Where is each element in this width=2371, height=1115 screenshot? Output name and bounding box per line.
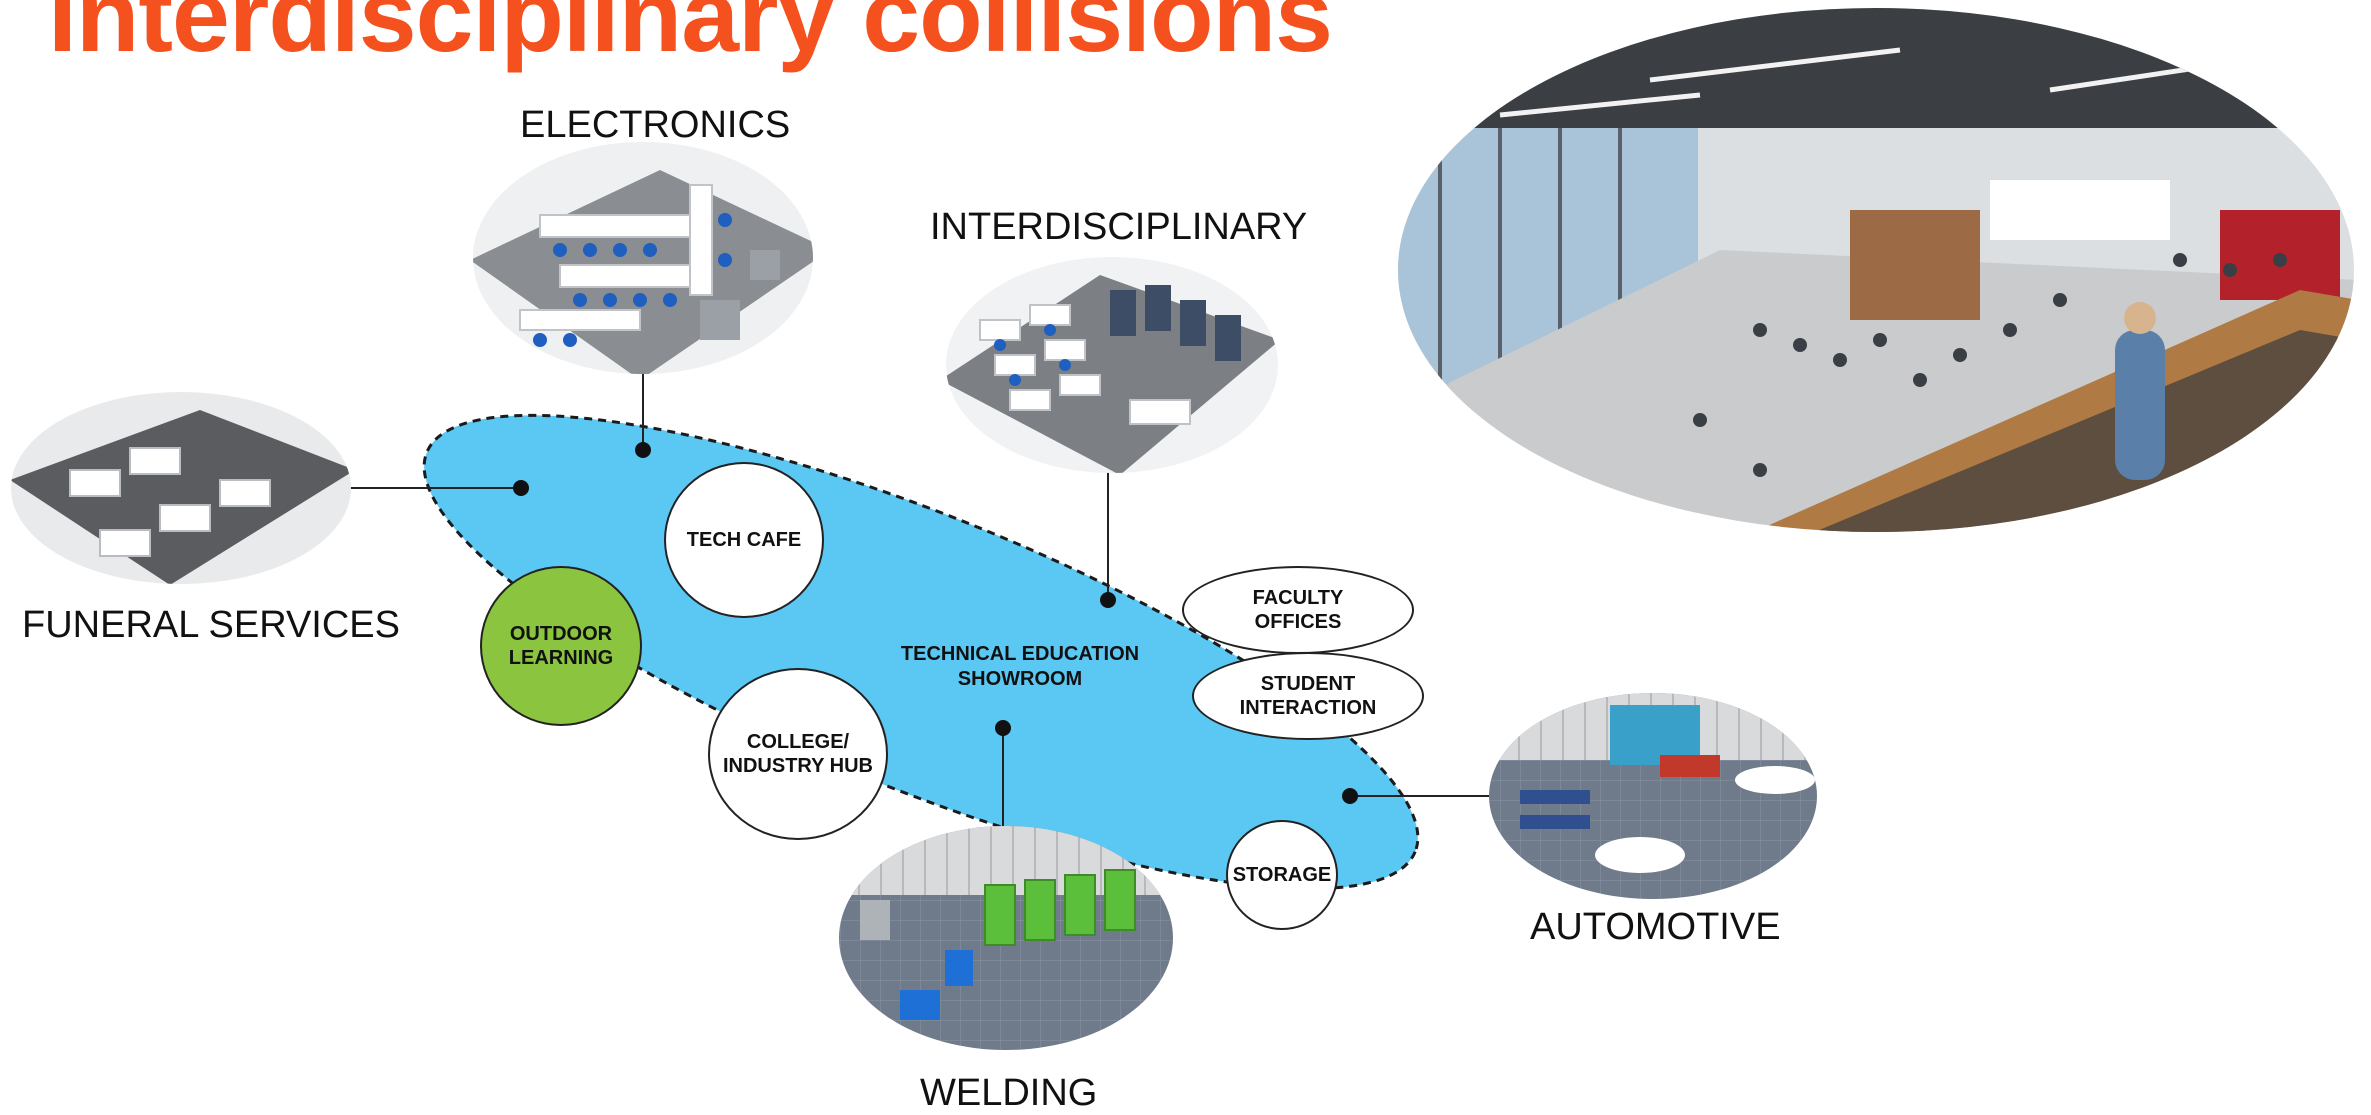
funeral-services-image <box>11 392 351 584</box>
node-college-industry-hub: COLLEGE/ INDUSTRY HUB <box>708 668 888 840</box>
node-storage: STORAGE <box>1226 820 1338 930</box>
zone-label-interdisciplinary: INTERDISCIPLINARY <box>930 206 1308 248</box>
node-faculty-offices: FACULTY OFFICES <box>1182 566 1414 654</box>
node-outdoor-learning: OUTDOOR LEARNING <box>480 566 642 726</box>
connector-lines <box>345 372 1490 828</box>
page-title: Interdisciplinary collisions <box>48 0 1333 74</box>
zone-label-welding: WELDING <box>920 1072 1098 1114</box>
automotive-shop-image <box>1489 693 1817 899</box>
connector-dots <box>513 442 1358 804</box>
welding-shop-image <box>839 826 1173 1050</box>
atrium-interior-image <box>1398 8 2354 532</box>
hub-label-showroom: TECHNICAL EDUCATION SHOWROOM <box>900 643 1140 690</box>
zone-label-electronics: ELECTRONICS <box>520 104 791 146</box>
zone-label-automotive: AUTOMOTIVE <box>1530 906 1781 948</box>
zone-label-funeral-services: FUNERAL SERVICES <box>22 604 400 646</box>
node-student-interaction: STUDENT INTERACTION <box>1192 652 1424 740</box>
interdisciplinary-lab-image <box>946 257 1278 473</box>
node-tech-cafe: TECH CAFE <box>664 462 824 618</box>
electronics-lab-image <box>473 142 813 374</box>
